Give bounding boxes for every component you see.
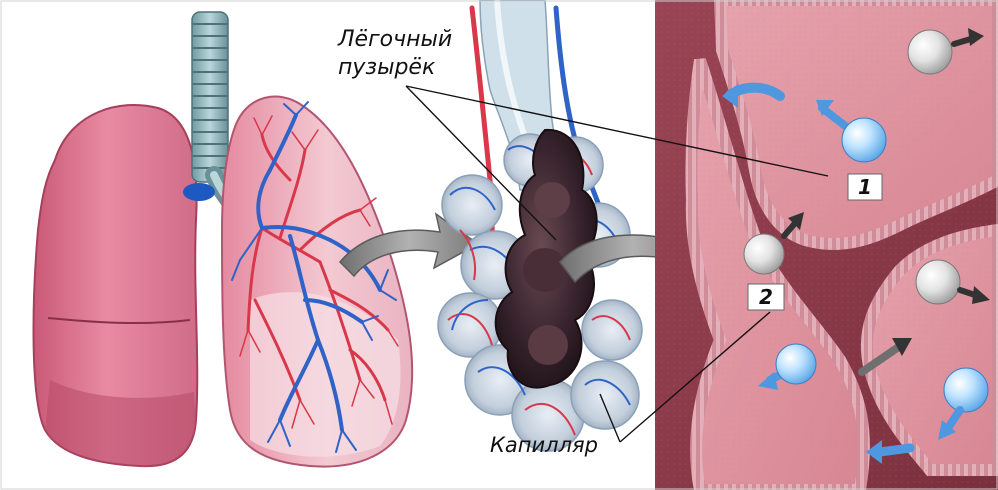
marker-1: 1	[858, 175, 872, 199]
marker-2: 2	[759, 285, 773, 309]
alveolus-label-line1: Лёгочный	[337, 27, 452, 52]
alveolus-label-line2: пузырёк	[338, 55, 436, 80]
capillary-label: Капилляр	[490, 433, 598, 457]
magnified-tissue-panel: 1 2	[655, 0, 998, 490]
